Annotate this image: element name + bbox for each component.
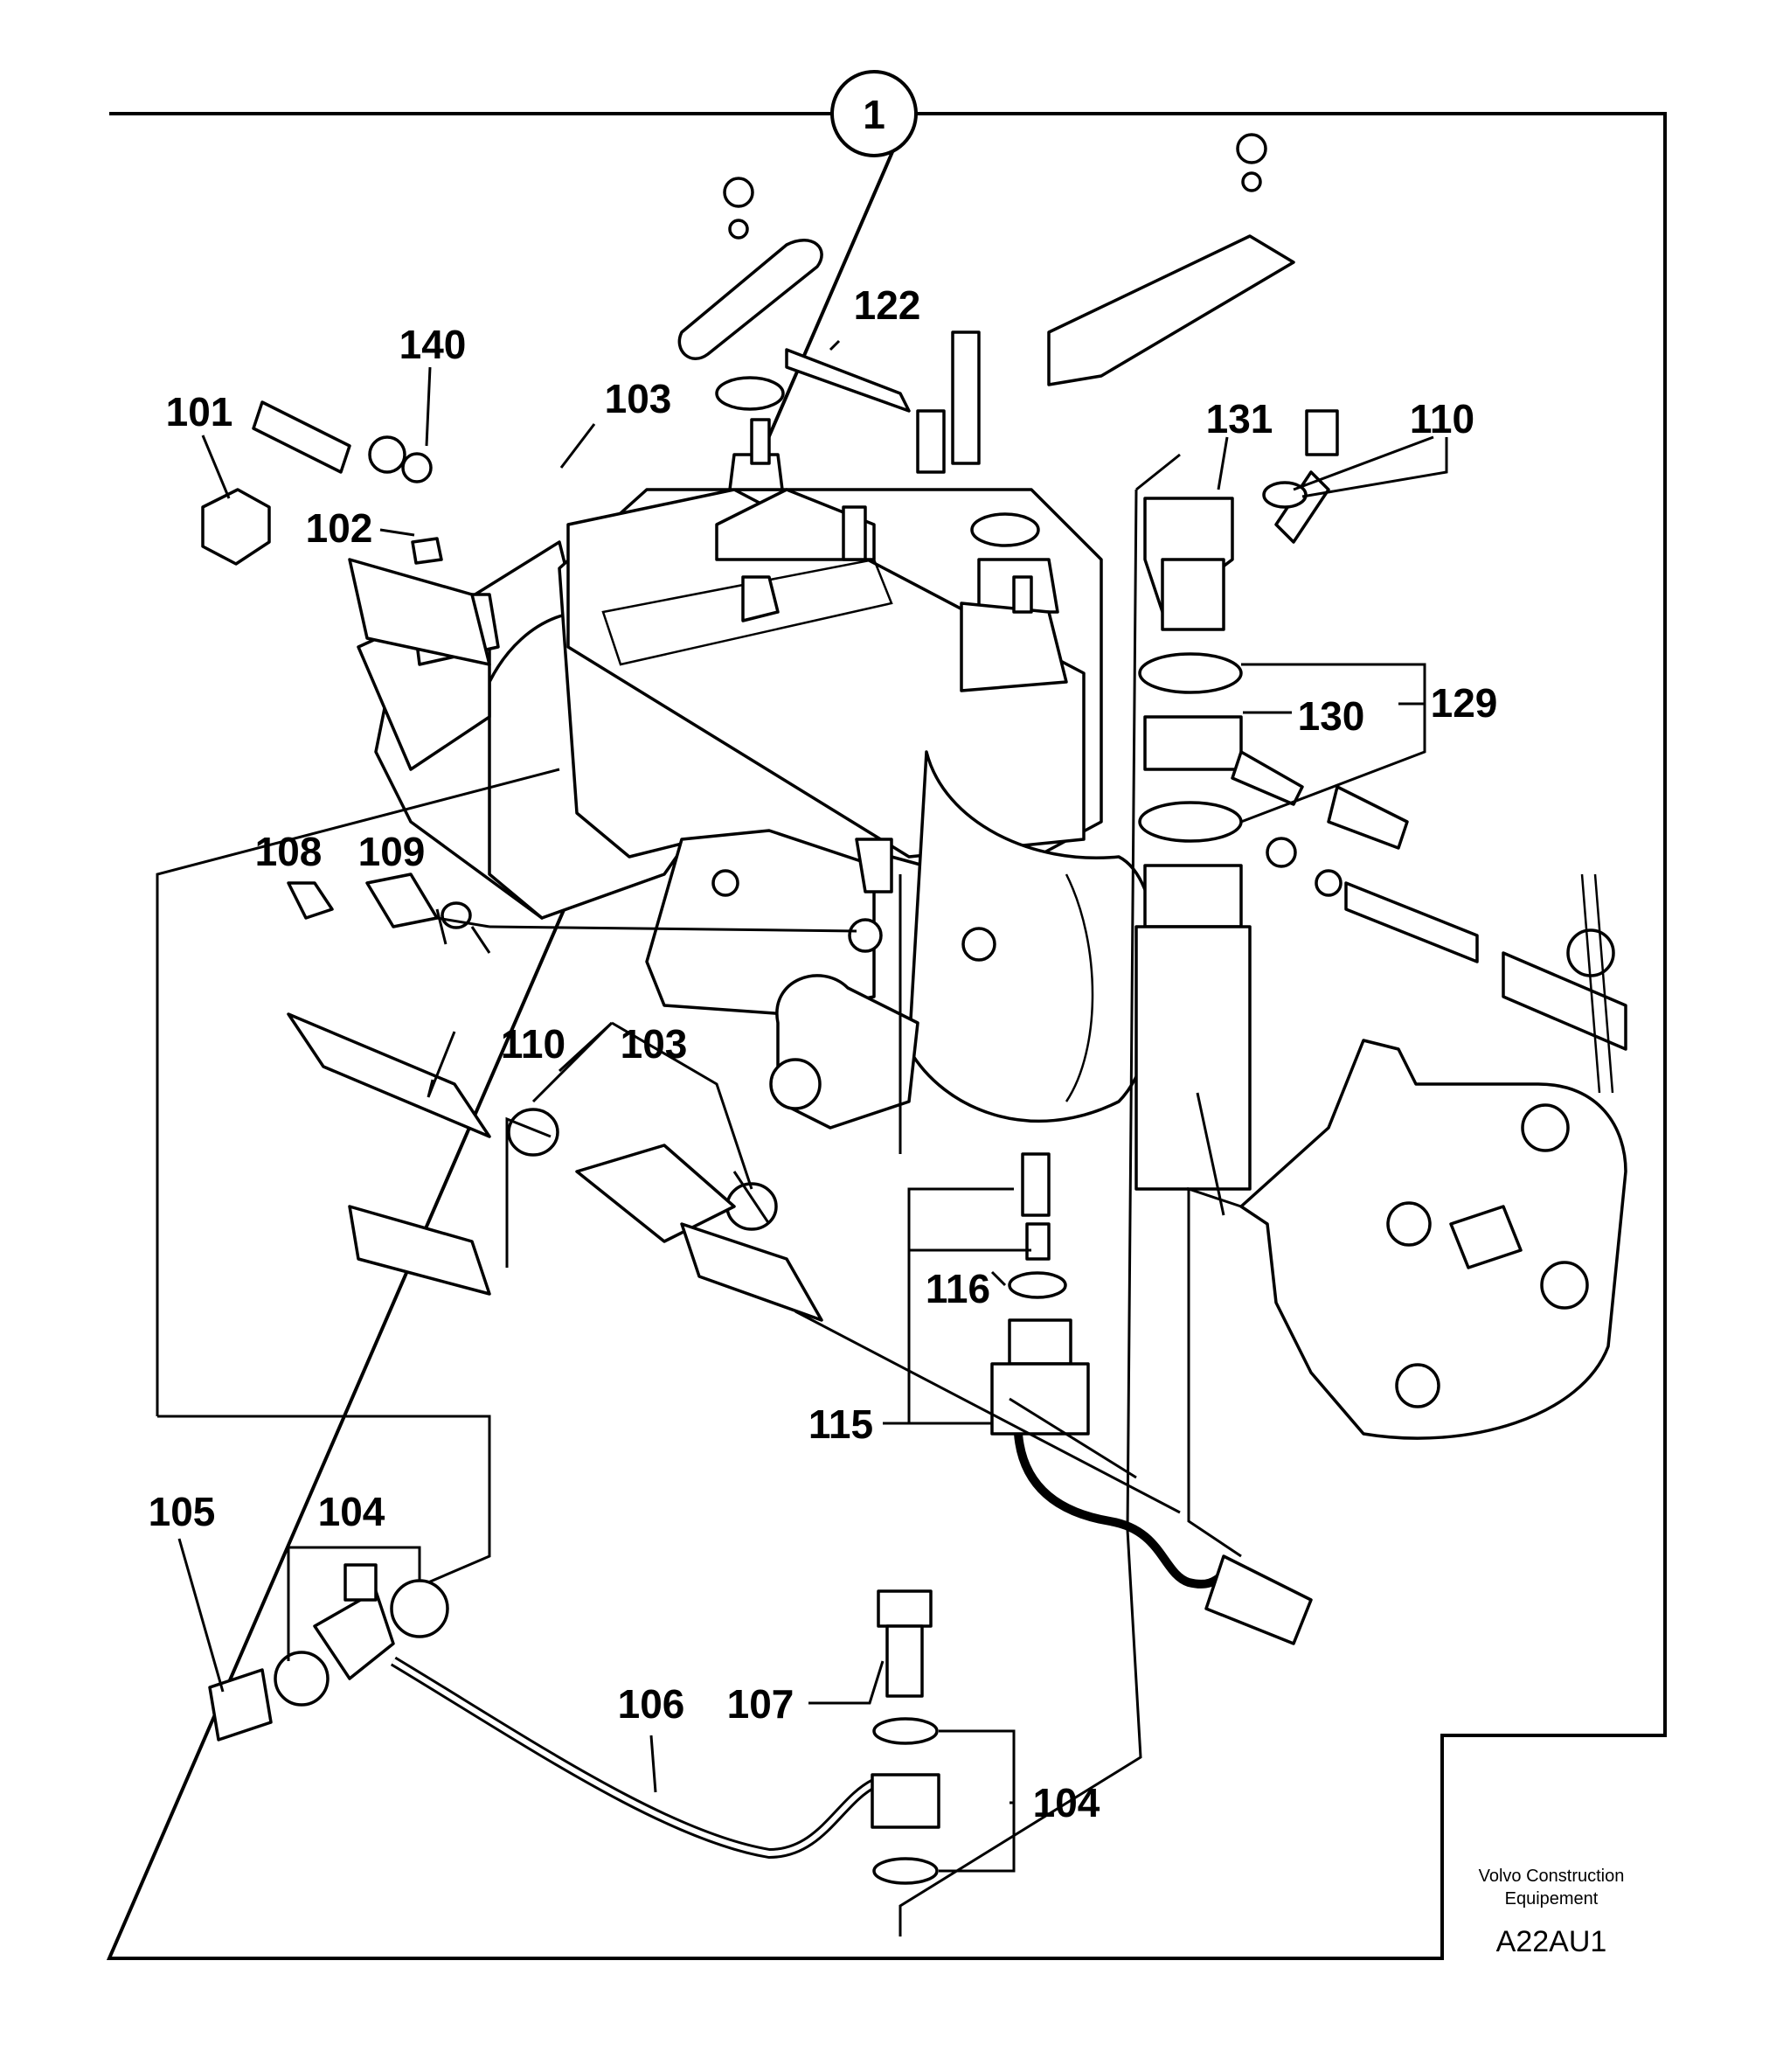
callout-labels: 101 102 103 140 122 131 110 130 129 108 … — [149, 282, 1498, 1825]
callout-105: 105 — [149, 1489, 216, 1534]
callout-131: 131 — [1206, 396, 1273, 442]
callout-104-left: 104 — [318, 1489, 385, 1534]
title-block: Volvo Construction Equipement A22AU1 — [1479, 1867, 1625, 1958]
left-fittings — [201, 400, 491, 666]
mounting-bracket — [1239, 1039, 1627, 1440]
reference-code: A22AU1 — [1496, 1925, 1607, 1958]
stop-solenoid — [990, 1152, 1313, 1645]
callout-104-right: 104 — [1033, 1780, 1100, 1825]
publisher-line-1: Volvo Construction — [1479, 1867, 1625, 1886]
governor-linkage — [677, 133, 1295, 547]
publisher-line-2: Equipement — [1505, 1889, 1599, 1909]
callout-103-top: 103 — [605, 376, 672, 421]
banjo-fittings — [287, 873, 823, 1322]
callout-110-middle: 110 — [501, 1021, 565, 1067]
outlet-union — [1134, 409, 1627, 1191]
callout-130: 130 — [1298, 693, 1365, 739]
diagram-frame — [106, 112, 1667, 1960]
callout-102: 102 — [306, 505, 373, 551]
callout-122: 122 — [854, 282, 921, 328]
assembly-lines — [156, 453, 1242, 1936]
callout-109: 109 — [358, 829, 426, 874]
callout-115: 115 — [808, 1401, 873, 1447]
top-studs — [741, 418, 1033, 893]
callout-101: 101 — [166, 389, 233, 435]
callout-140: 140 — [399, 322, 467, 367]
injection-pump-body — [357, 453, 1160, 1130]
callout-108: 108 — [255, 829, 323, 874]
callout-103-middle: 103 — [621, 1021, 688, 1067]
group-number-badge: 1 — [830, 70, 918, 157]
callout-110-top: 110 — [1410, 396, 1474, 442]
callout-106: 106 — [618, 1681, 685, 1727]
svg-text:1: 1 — [863, 92, 885, 137]
banjo-assembly-bottom — [208, 1563, 940, 1885]
callout-116: 116 — [926, 1266, 990, 1311]
callout-107: 107 — [727, 1681, 794, 1727]
callout-leaders — [177, 339, 1448, 1873]
callout-129: 129 — [1431, 680, 1498, 726]
